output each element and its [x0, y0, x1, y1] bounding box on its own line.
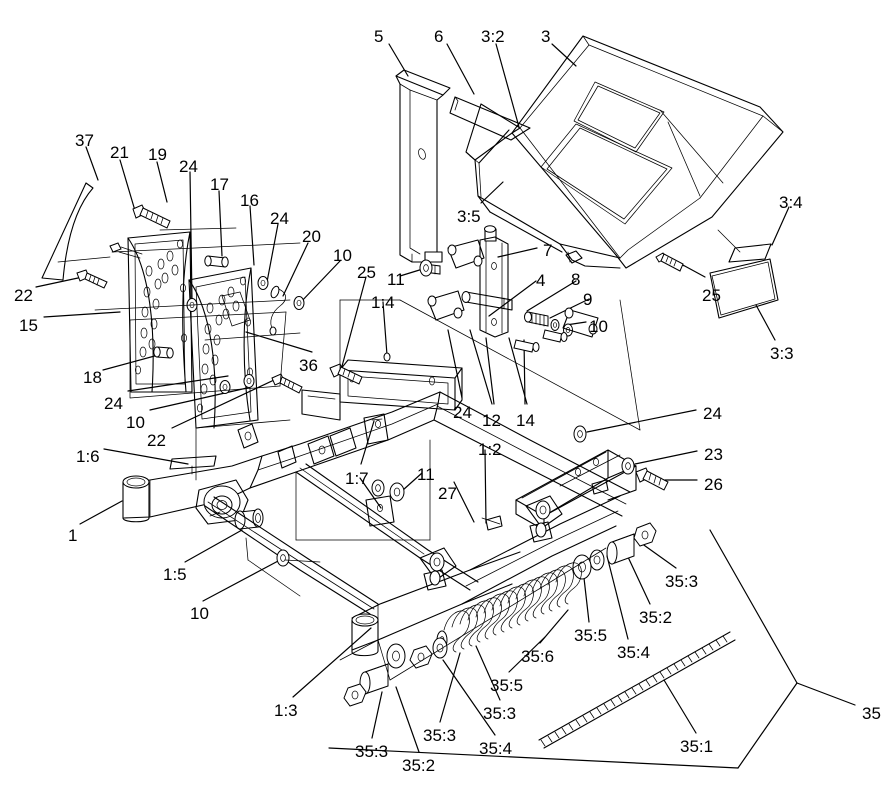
phantom-construction-lines: [94, 227, 301, 429]
callout-10: 10: [190, 604, 209, 623]
side-plate-15: [127, 231, 193, 393]
callout-5: 5: [374, 27, 384, 46]
callout-24: 24: [703, 404, 722, 423]
spacer-18: [153, 346, 174, 359]
clip-part-20: [269, 285, 286, 336]
callout-22: 22: [147, 431, 166, 450]
callout-11: 11: [387, 270, 405, 289]
fastener-stack-8-9-10: [524, 311, 573, 337]
callout-35-5: 35:5: [490, 676, 524, 695]
hardware-24-23-26: [573, 425, 669, 491]
callout-10: 10: [333, 246, 352, 265]
callout-19: 19: [148, 145, 167, 164]
callout-1-5: 1:5: [163, 565, 187, 584]
pin-1-4: [383, 352, 391, 362]
callout-35-4: 35:4: [617, 643, 651, 662]
callout-9: 9: [583, 290, 593, 309]
callout-20: 20: [302, 227, 321, 246]
callout-37: 37: [75, 131, 94, 150]
callout-14: 14: [516, 411, 535, 430]
bracket-3-4-and-plate-3-3: [709, 229, 779, 319]
callout-35-4: 35:4: [479, 739, 513, 758]
callout-35-3: 35:3: [355, 742, 389, 761]
upright-post-part-5: [395, 69, 451, 263]
callout-21: 21: [110, 143, 129, 162]
pin-21: [109, 242, 143, 259]
bolt-22-upper: [76, 269, 108, 289]
callout-22: 22: [14, 286, 33, 305]
callout-35-1: 35:1: [680, 737, 714, 756]
spring-assembly-35: [343, 522, 736, 749]
callout-11: 11: [417, 465, 435, 484]
callout-24: 24: [179, 157, 198, 176]
callout-8: 8: [571, 270, 581, 289]
callout-1-4: 1:4: [371, 293, 395, 312]
callout-35-3: 35:3: [665, 572, 699, 591]
washer-10-frame: [276, 549, 290, 567]
callout-18: 18: [83, 368, 102, 387]
bolt-22-lower: [271, 373, 303, 394]
callout-3-5: 3:5: [457, 207, 481, 226]
callout-24: 24: [104, 394, 123, 413]
callout-35-3: 35:3: [423, 726, 457, 745]
callout-36: 36: [299, 356, 318, 375]
shield-part-37: [41, 182, 111, 281]
hardware-11-27: [371, 479, 405, 502]
callout-12: 12: [482, 411, 501, 430]
spacer-17: [204, 255, 229, 268]
callout-1-7: 1:7: [345, 469, 369, 488]
callout-16: 16: [240, 191, 259, 210]
callout-3: 3: [541, 27, 551, 46]
callout-10: 10: [126, 413, 145, 432]
callout-1-6: 1:6: [76, 447, 100, 466]
callout-15: 15: [19, 316, 38, 335]
callout-35-2: 35:2: [639, 608, 673, 627]
callout-35: 35: [862, 704, 881, 723]
callout-3-2: 3:2: [481, 27, 505, 46]
leader-lines: [35, 43, 856, 769]
nuts-and-washers-left: [186, 276, 305, 394]
bolt-25-left: [329, 363, 363, 385]
callout-3-4: 3:4: [779, 193, 803, 212]
callout-35-3: 35:3: [483, 704, 517, 723]
callout-24: 24: [270, 209, 289, 228]
hardware-11-upper-frame: [419, 259, 433, 277]
callout-26: 26: [704, 475, 723, 494]
callout-3-3: 3:3: [770, 344, 794, 363]
callout-35-5: 35:5: [574, 626, 608, 645]
callout-7: 7: [543, 241, 553, 260]
callout-1-2: 1:2: [478, 440, 502, 459]
links-12-and-pins-14: [427, 239, 599, 353]
callout-27: 27: [438, 484, 457, 503]
main-frame-part-1: [122, 359, 637, 657]
bolt-25-right: [655, 252, 685, 272]
lever-part-7: [461, 225, 513, 338]
seat-assembly-part-3: [449, 35, 784, 269]
callout-23: 23: [704, 445, 723, 464]
callout-10: 10: [589, 317, 608, 336]
callout-24: 24: [453, 403, 472, 422]
callout-17: 17: [210, 175, 229, 194]
callout-6: 6: [434, 27, 444, 46]
callout-1-3: 1:3: [274, 701, 298, 720]
callout-25: 25: [702, 286, 721, 305]
bolt-19: [132, 204, 171, 229]
callout-25: 25: [357, 263, 376, 282]
callout-4: 4: [536, 271, 546, 290]
callout-35-2: 35:2: [402, 756, 436, 775]
callout-35-6: 35:6: [521, 647, 555, 666]
phantom-lines-frame: [195, 299, 641, 681]
callout-1: 1: [68, 526, 78, 545]
side-plate-16: [188, 267, 259, 429]
